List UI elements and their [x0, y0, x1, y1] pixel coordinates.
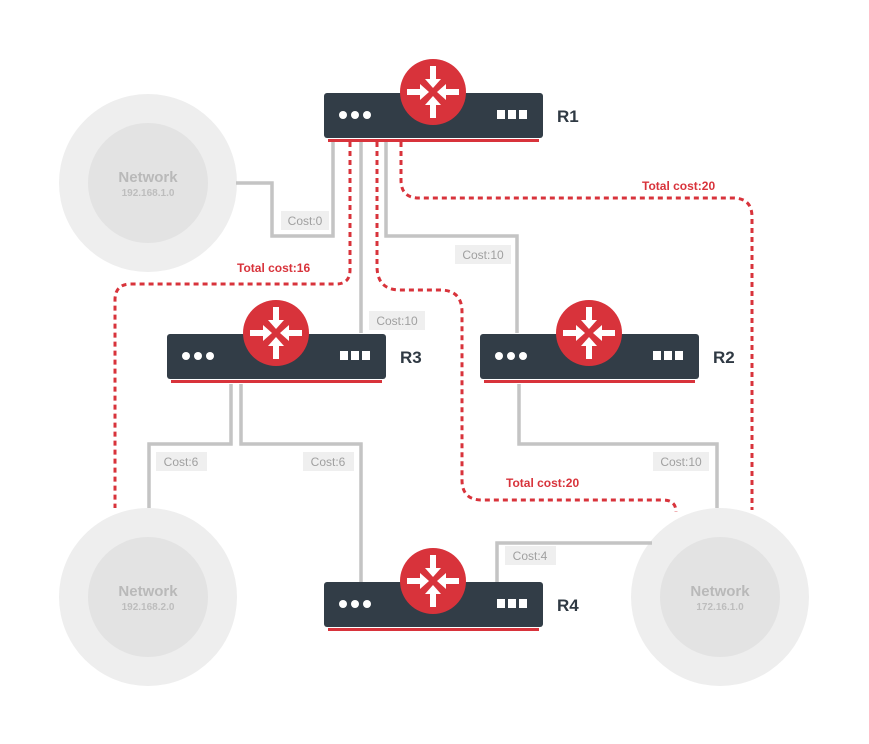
cost-label: Cost:6: [311, 455, 346, 469]
cost-label: Cost:0: [288, 214, 323, 228]
network-title: Network: [118, 583, 178, 600]
router-label: R3: [400, 348, 422, 367]
network-ip: 192.168.1.0: [122, 188, 175, 199]
route-r1-to-network2: [113, 142, 352, 508]
router-label: R2: [713, 348, 735, 367]
cost-badge-r1-network1: Cost:0: [281, 211, 329, 230]
port-dots-icon: [495, 352, 527, 360]
router-label: R1: [557, 107, 579, 126]
port-squares-icon: [497, 110, 527, 119]
router-arrows-icon: [400, 548, 466, 614]
cost-badge-r3-r4: Cost:6: [303, 452, 354, 471]
cost-label: Cost:6: [164, 455, 199, 469]
cost-label: Cost:10: [660, 455, 702, 469]
network-192-168-1-0: Network 192.168.1.0: [59, 94, 237, 272]
cost-label: Cost:10: [376, 314, 418, 328]
cost-badge-r1-r2: Cost:10: [455, 245, 511, 264]
router-r1: R1: [324, 59, 579, 142]
port-dots-icon: [339, 111, 371, 119]
router-r3: R3: [167, 300, 422, 383]
cost-badge-r2-network3: Cost:10: [653, 452, 709, 471]
port-dots-icon: [339, 600, 371, 608]
network-title: Network: [118, 169, 178, 186]
port-squares-icon: [497, 599, 527, 608]
cost-label: Cost:4: [513, 549, 548, 563]
cost-badge-r1-r3: Cost:10: [369, 311, 425, 330]
router-arrows-icon: [400, 59, 466, 125]
router-arrows-icon: [556, 300, 622, 366]
route-r1-to-network3-via-r3: [375, 142, 678, 513]
port-dots-icon: [182, 352, 214, 360]
total-cost-label-network2: Total cost:16: [237, 261, 310, 275]
network-ip: 172.16.1.0: [696, 602, 744, 613]
cost-badge-r4-network3: Cost:4: [505, 546, 556, 565]
network-172-16-1-0: Network 172.16.1.0: [631, 508, 809, 686]
port-squares-icon: [340, 351, 370, 360]
network-192-168-2-0: Network 192.168.2.0: [59, 508, 237, 686]
total-cost-label-network3-via-r3: Total cost:20: [506, 476, 579, 490]
link-r3-network2: [147, 384, 233, 508]
network-title: Network: [690, 583, 750, 600]
router-r2: R2: [480, 300, 735, 383]
link-r4-network3: [495, 541, 652, 582]
route-r1-to-network3-via-r2: [399, 142, 754, 510]
cost-label: Cost:10: [462, 248, 504, 262]
router-label: R4: [557, 596, 579, 615]
total-cost-label-network3-via-r2: Total cost:20: [642, 179, 715, 193]
router-arrows-icon: [243, 300, 309, 366]
link-r1-r2: [384, 140, 519, 333]
port-squares-icon: [653, 351, 683, 360]
link-r2-network3: [517, 384, 719, 508]
network-ip: 192.168.2.0: [122, 602, 175, 613]
link-r1-network1: [236, 140, 335, 238]
cost-badge-r3-network2: Cost:6: [156, 452, 207, 471]
router-r4: R4: [324, 548, 579, 631]
link-r3-r4: [239, 384, 363, 582]
